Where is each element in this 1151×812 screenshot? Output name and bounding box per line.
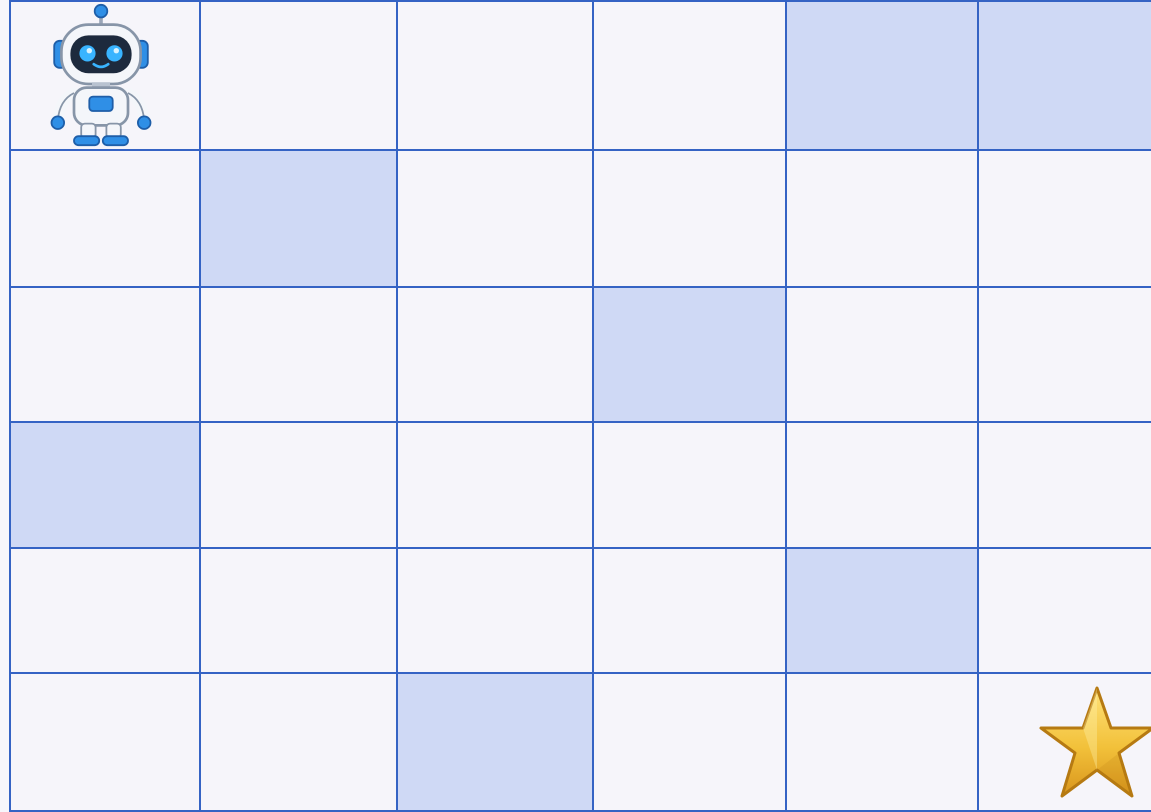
grid-cell[interactable] xyxy=(397,287,593,422)
grid-cell[interactable] xyxy=(10,287,200,422)
grid-cell[interactable] xyxy=(786,422,978,548)
grid-cell[interactable] xyxy=(10,548,200,673)
grid-cell[interactable] xyxy=(397,422,593,548)
grid-cell[interactable] xyxy=(10,150,200,287)
grid-cell[interactable] xyxy=(200,287,397,422)
grid-cell[interactable] xyxy=(978,548,1151,673)
grid-cell[interactable] xyxy=(200,150,397,287)
grid-line-vertical xyxy=(592,0,594,812)
grid-cell[interactable] xyxy=(200,422,397,548)
grid-cell[interactable] xyxy=(593,287,786,422)
grid-cell[interactable] xyxy=(593,422,786,548)
grid-line-vertical xyxy=(977,0,979,812)
grid-cell[interactable] xyxy=(786,673,978,812)
robot-icon[interactable] xyxy=(47,2,155,148)
grid-cell[interactable] xyxy=(786,0,978,150)
grid-line-vertical xyxy=(199,0,201,812)
grid-cell[interactable] xyxy=(786,150,978,287)
grid-cell[interactable] xyxy=(978,287,1151,422)
grid-line-horizontal xyxy=(10,672,1151,674)
grid-cell[interactable] xyxy=(397,150,593,287)
grid-line-vertical xyxy=(9,0,11,812)
grid-cell[interactable] xyxy=(786,548,978,673)
grid-cell[interactable] xyxy=(593,548,786,673)
grid-cell[interactable] xyxy=(978,150,1151,287)
grid-line-vertical xyxy=(785,0,787,812)
grid-cell[interactable] xyxy=(200,673,397,812)
grid-cell[interactable] xyxy=(786,287,978,422)
grid-cell[interactable] xyxy=(593,673,786,812)
grid-line-horizontal xyxy=(10,286,1151,288)
grid-line-horizontal xyxy=(10,421,1151,423)
grid-cell[interactable] xyxy=(397,548,593,673)
grid-cell[interactable] xyxy=(593,0,786,150)
grid-cell[interactable] xyxy=(397,673,593,812)
grid-cell[interactable] xyxy=(593,150,786,287)
grid-cell[interactable] xyxy=(10,422,200,548)
grid-cell[interactable] xyxy=(200,0,397,150)
grid-cell[interactable] xyxy=(200,548,397,673)
grid-line-horizontal xyxy=(10,547,1151,549)
grid-cell[interactable] xyxy=(397,0,593,150)
grid-line-horizontal xyxy=(10,0,1151,2)
grid-cell[interactable] xyxy=(978,0,1151,150)
grid-line-vertical xyxy=(396,0,398,812)
star-icon xyxy=(1034,684,1151,804)
grid-cell[interactable] xyxy=(10,673,200,812)
grid-cell[interactable] xyxy=(978,422,1151,548)
grid-line-horizontal xyxy=(10,149,1151,151)
